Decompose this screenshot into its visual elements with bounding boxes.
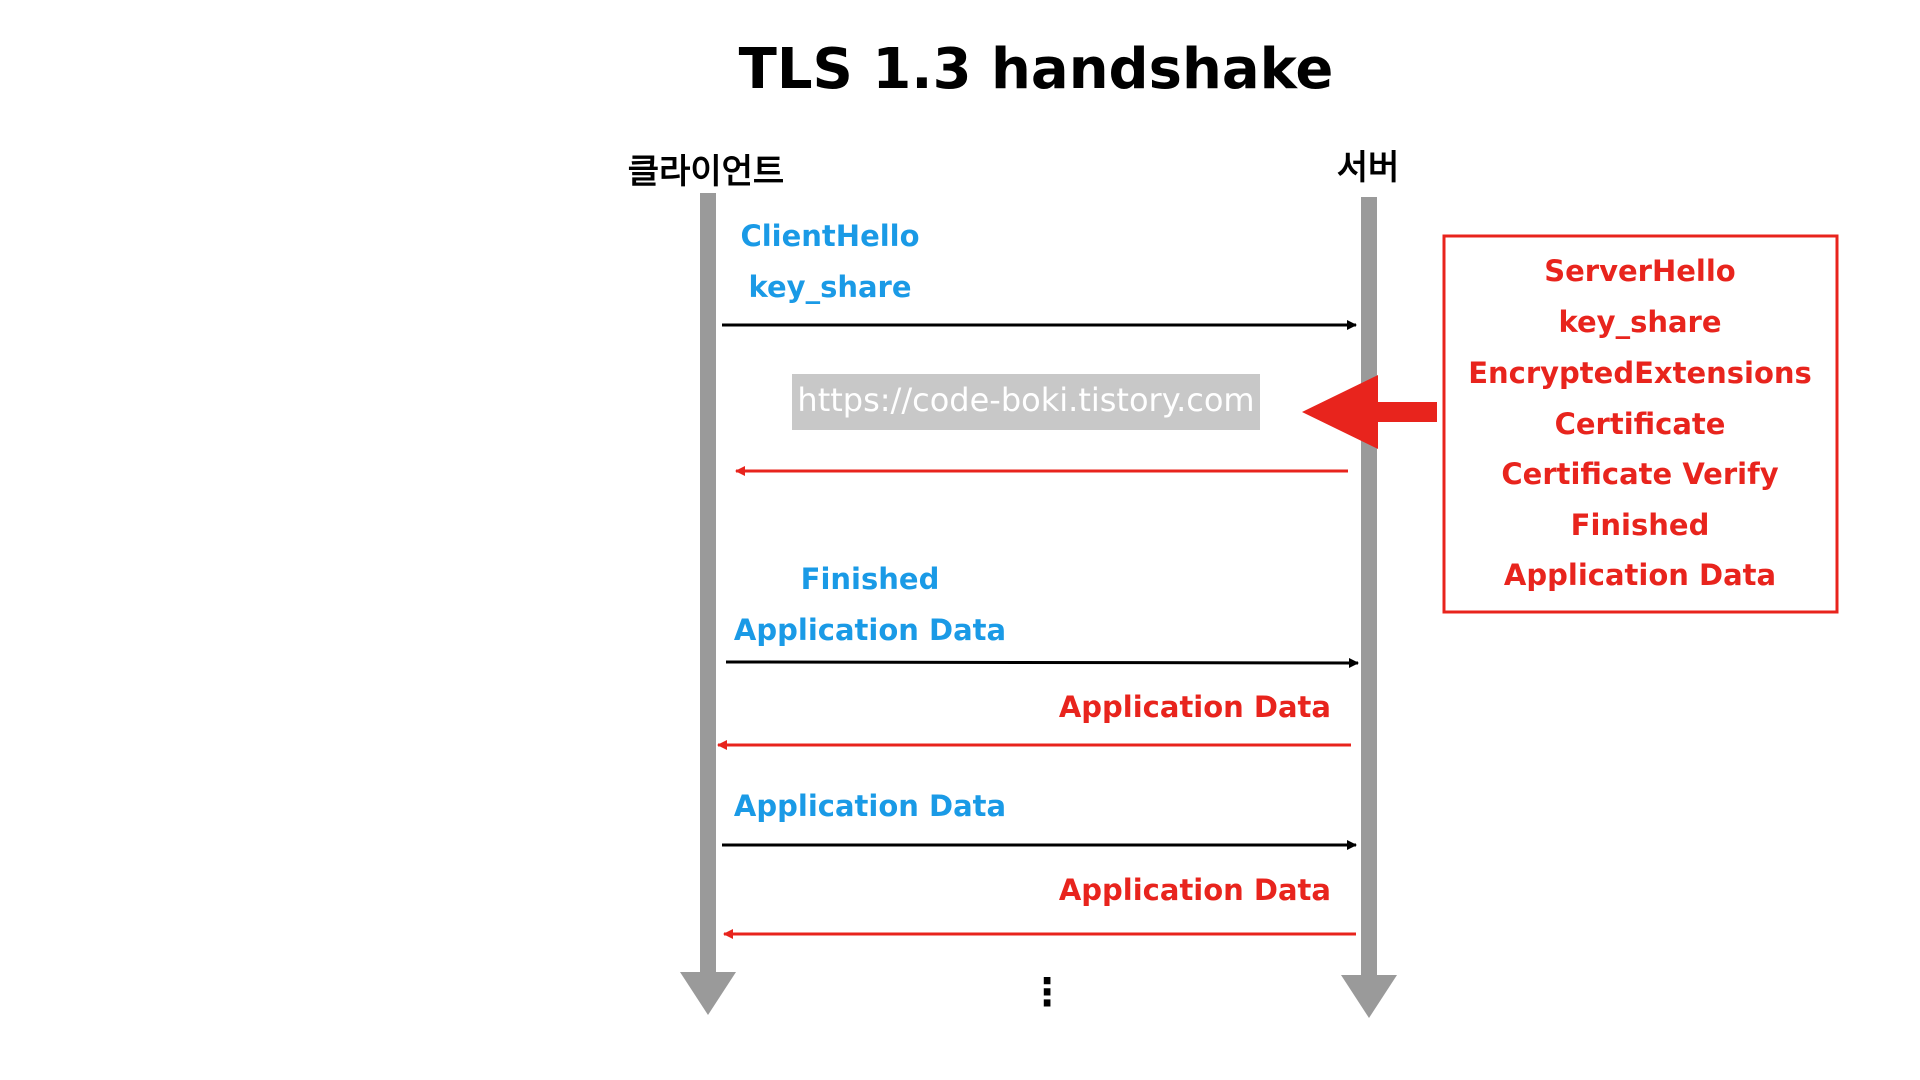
message-client-finished: Finished Application Data	[725, 562, 1359, 668]
message-label: key_share	[748, 270, 911, 304]
big-red-arrow-icon	[1302, 375, 1437, 449]
certificate-label: Certificate	[1555, 407, 1726, 441]
client-label: 클라이언트	[628, 152, 784, 192]
key-share-label: key_share	[1558, 305, 1721, 339]
encrypted-extensions-label: EncryptedExtensions	[1468, 356, 1812, 390]
watermark: https://code-boki.tistory.com	[792, 374, 1260, 430]
application-data-label: Application Data	[1504, 558, 1776, 592]
message-client-application-data: Application Data	[722, 789, 1357, 850]
finished-label: Finished	[1571, 508, 1710, 542]
watermark-text: https://code-boki.tistory.com	[797, 381, 1254, 419]
server-lifeline	[1341, 197, 1397, 1018]
message-label: ClientHello	[740, 219, 919, 253]
message-label: Application Data	[734, 613, 1006, 647]
server-flight-box: ServerHello key_share EncryptedExtension…	[1442, 234, 1839, 614]
message-label: Finished	[801, 562, 940, 596]
client-lifeline	[680, 193, 736, 1015]
message-server-application-data: Application Data	[723, 873, 1356, 939]
certificate-verify-label: Certificate Verify	[1501, 457, 1778, 491]
message-label: Application Data	[1059, 873, 1331, 907]
diagram-title: TLS 1.3 handshake	[739, 37, 1334, 102]
watermark-background	[792, 374, 1260, 430]
message-label: Application Data	[1059, 690, 1331, 724]
server-label: 서버	[1337, 148, 1400, 188]
message-label: Application Data	[734, 789, 1006, 823]
message-client-hello: ClientHello key_share	[722, 219, 1357, 330]
arrow-client-to-server	[725, 657, 1359, 668]
message-server-application-data: Application Data	[717, 690, 1351, 750]
continuation-ellipsis-icon: ⋮	[1028, 970, 1066, 1014]
server-hello-label: ServerHello	[1544, 254, 1735, 288]
